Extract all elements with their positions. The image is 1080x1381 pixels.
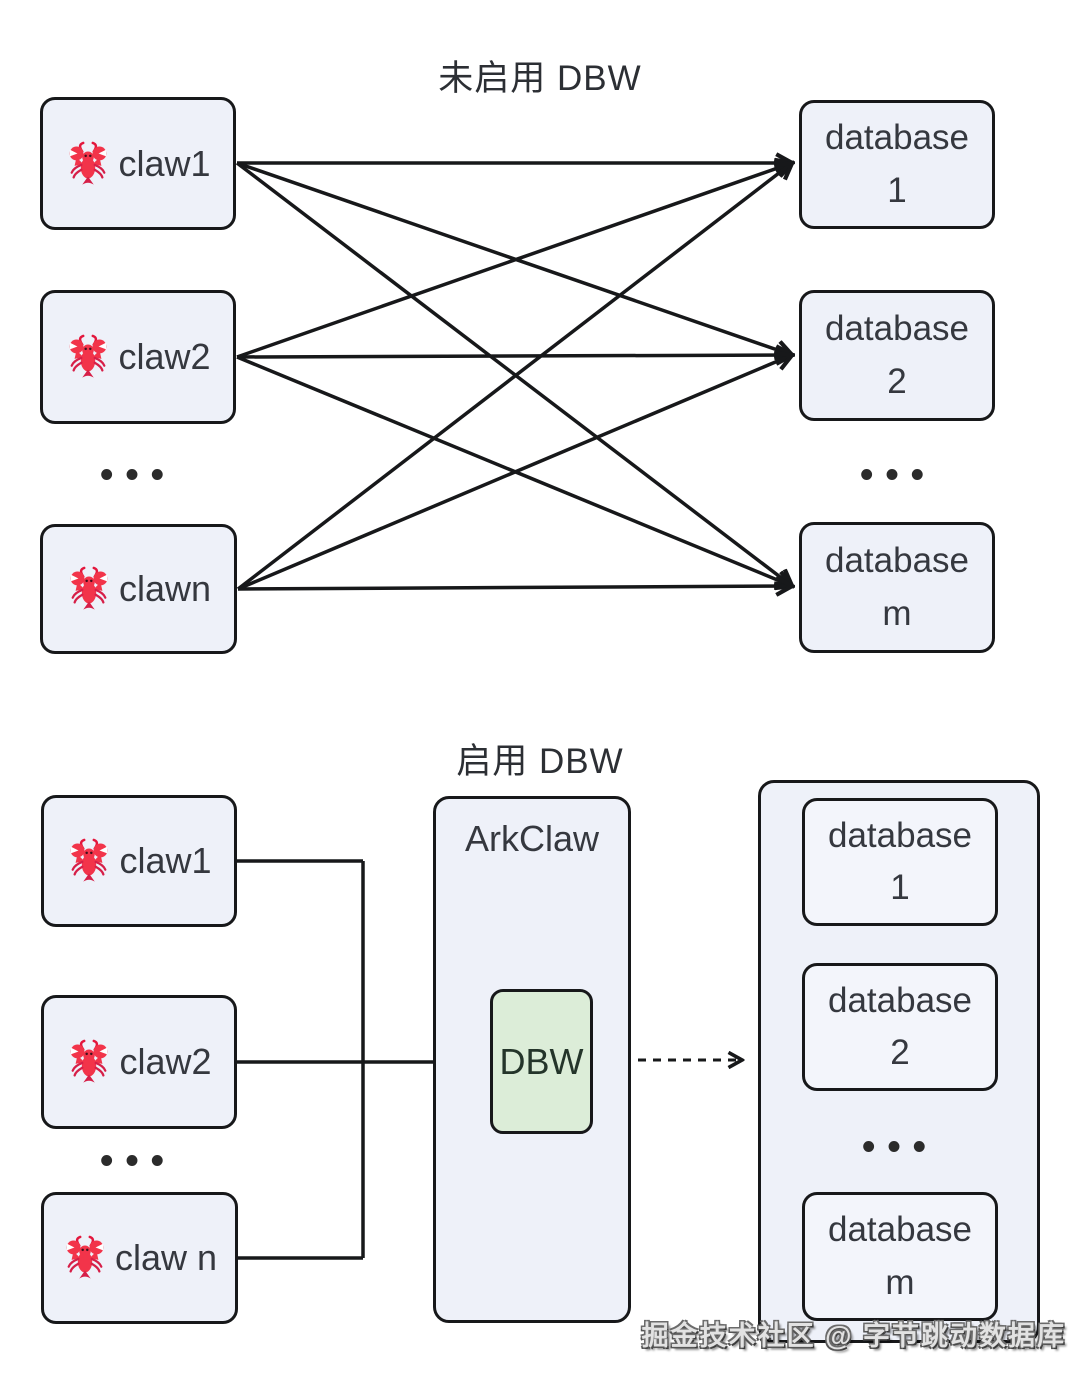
bottom-clawn-box: claw n xyxy=(41,1192,238,1324)
bottom-claw2-box: claw2 xyxy=(41,995,237,1129)
database-word: database xyxy=(827,815,973,855)
top-database2-box: database 2 xyxy=(799,290,995,421)
lobster-icon xyxy=(68,141,109,186)
database-num: 2 xyxy=(890,1033,910,1072)
top-claw2-label: claw2 xyxy=(118,336,211,377)
arkclaw-label: ArkClaw xyxy=(464,818,599,859)
top-databases-ellipsis: ••• xyxy=(860,454,936,496)
database-word: database xyxy=(827,1210,973,1249)
database-word: database xyxy=(824,309,970,348)
bottom-database1-box: database 1 xyxy=(802,798,998,926)
top-panel-title: 未启用 DBW xyxy=(438,59,642,98)
lobster-icon xyxy=(65,1235,105,1280)
bottom-panel-title: 启用 DBW xyxy=(456,742,624,781)
top-database1-box: database 1 xyxy=(799,100,995,229)
top-claw1-label: claw1 xyxy=(118,142,211,184)
bottom-claw1-box: claw1 xyxy=(41,795,237,927)
bottom-clawn-label: claw n xyxy=(114,1237,218,1278)
lobster-icon xyxy=(68,334,109,379)
top-clawn-label: clawn xyxy=(118,568,212,609)
database-num: m xyxy=(882,593,912,633)
lobster-icon xyxy=(69,566,109,611)
top-databasem-box: database m xyxy=(799,522,995,653)
top-claws-ellipsis: ••• xyxy=(100,454,176,496)
top-claw1-box: claw1 xyxy=(40,97,236,230)
top-claw2-box: claw2 xyxy=(40,290,236,424)
bottom-claw1-label: claw1 xyxy=(119,840,212,881)
lobster-icon xyxy=(69,1039,110,1084)
bottom-claw2-label: claw2 xyxy=(119,1041,212,1082)
database-num: m xyxy=(885,1262,915,1302)
top-clawn-box: clawn xyxy=(40,524,237,654)
lobster-icon xyxy=(69,838,110,883)
bottom-databases-ellipsis: ••• xyxy=(862,1126,938,1168)
database-word: database xyxy=(824,118,970,157)
database-word: database xyxy=(827,980,973,1020)
bottom-databasem-box: database m xyxy=(802,1192,998,1321)
database-num: 1 xyxy=(890,868,910,907)
database-num: 2 xyxy=(887,361,907,401)
database-num: 1 xyxy=(887,170,907,210)
watermark-text: 掘金技术社区 @ 字节跳动数据库 xyxy=(641,1321,1066,1351)
bottom-database2-box: database 2 xyxy=(802,963,998,1091)
dbw-label: DBW xyxy=(499,1040,584,1082)
bottom-claws-ellipsis: ••• xyxy=(100,1140,176,1182)
dbw-box: DBW xyxy=(490,989,593,1134)
database-word: database xyxy=(824,541,970,580)
